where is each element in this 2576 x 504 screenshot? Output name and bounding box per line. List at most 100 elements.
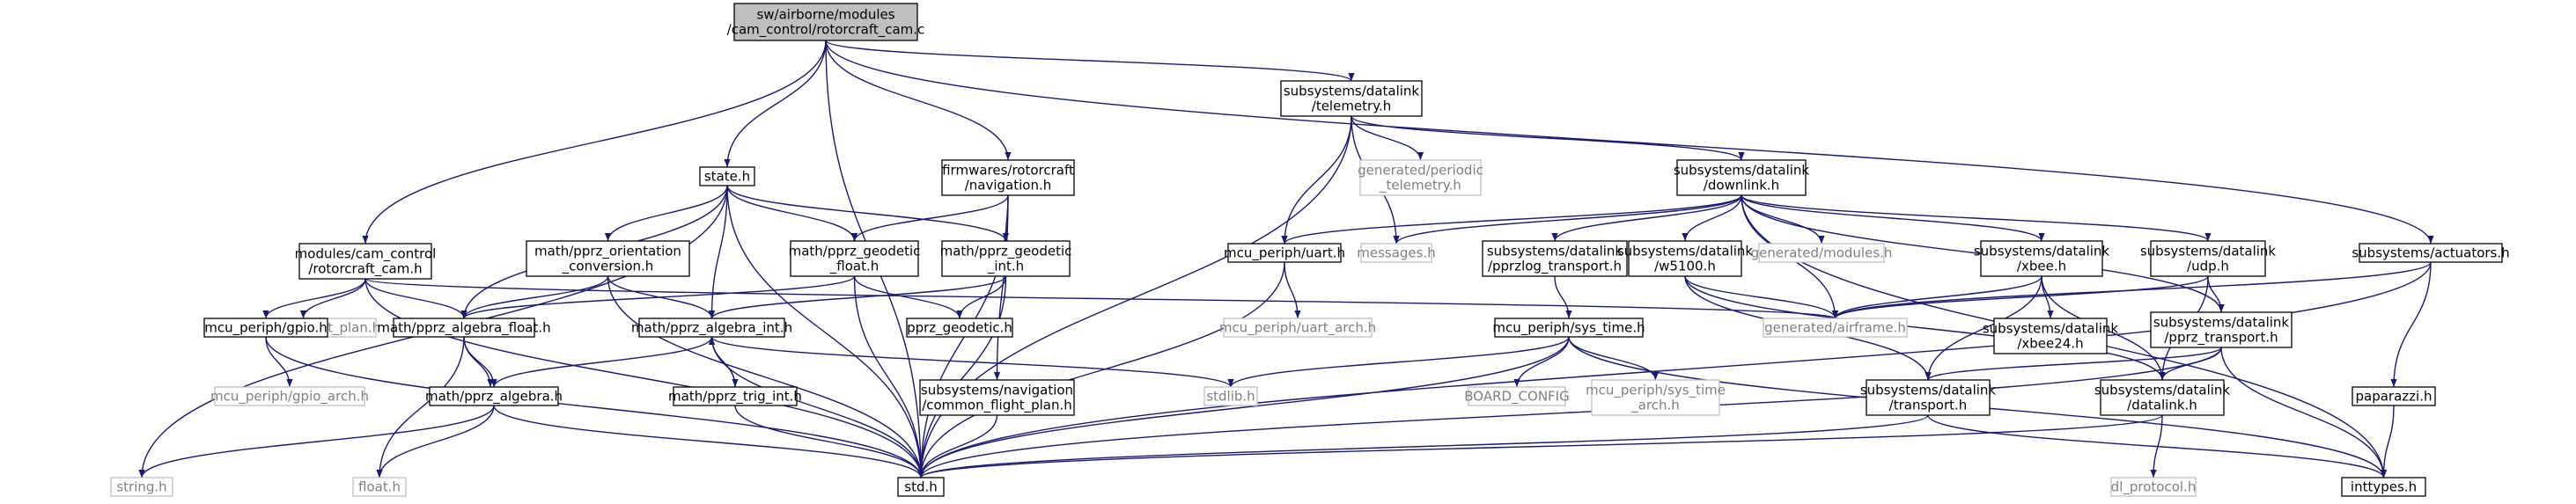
node-subsystems-datalink-w5100-h[interactable]: subsystems/datalink/w5100.h [1617,240,1754,277]
node-box [790,240,919,277]
edge-root-to-telemetry [825,40,1355,82]
node-board-config: BOARD_CONFIG [1464,386,1570,406]
node-subsystems-datalink-datalink-h[interactable]: subsystems/datalink/datalink.h [2094,379,2231,416]
node-modules-cam-control-rotorcraft-cam-h[interactable]: modules/cam_control/rotorcraft_cam.h [295,243,437,280]
node-mcu-periph-sys-time-arch-h: mcu_periph/sys_time_arch.h [1586,379,1726,416]
edge-actuators-to-paparazzi [2390,261,2432,388]
edge-geofloat-to-algfloat [460,275,856,319]
node-label: /downlink.h [1704,178,1779,194]
node-label: subsystems/datalink [1617,244,1754,259]
node-label: /xbee.h [2017,259,2066,274]
node-box [1980,240,2103,277]
node-std-h[interactable]: std.h [897,477,945,497]
edge-cam-to-genairframe [364,278,1838,319]
node-math-pprz-algebra-h[interactable]: math/pprz_algebra.h [425,386,563,406]
node-math-pprz-geodetic-float-h[interactable]: math/pprz_geodetic_float.h [789,240,921,277]
node-math-pprz-algebra-float-h[interactable]: math/pprz_algebra_float.h [377,318,551,338]
edge-state-to-geoint [726,185,1010,242]
node-label: subsystems/actuators.h [2352,245,2509,261]
node-label: /common_flight_plan.h [922,398,1072,414]
node-math-pprz-geodetic-int-h[interactable]: math/pprz_geodetic_int.h [940,240,1072,277]
node-label: paparazzi.h [2356,389,2432,405]
node-state-h[interactable]: state.h [699,166,755,186]
node-subsystems-navigation-common-flight-plan-h[interactable]: subsystems/navigation/common_flight_plan… [919,379,1075,416]
edge-w5100-to-genairframe [1684,275,1839,319]
edge-systime-to-stdlib [1227,336,1570,388]
node-label: mcu_periph/uart.h [1224,245,1345,262]
node-string-h: string.h [110,477,173,497]
node-box [1223,318,1373,338]
node-subsystems-datalink-xbee24-h[interactable]: subsystems/datalink/xbee24.h [1983,318,2119,354]
node-box [2150,240,2266,277]
node-mcu-periph-gpio-arch-h: mcu_periph/gpio_arch.h [210,386,369,406]
edge-trig-to-algint [708,336,736,388]
node-label: stdlib.h [1206,389,1255,405]
node-subsystems-datalink-pprz-transport-h[interactable]: subsystems/datalink/pprz_transport.h [2150,311,2293,348]
node-label: subsystems/datalink [1983,321,2119,337]
node-box [298,243,432,280]
edge-transport-to-inttypes [1927,414,2387,478]
node-box [1468,386,1566,406]
node-float-h: float.h [352,477,407,497]
node-box [1280,80,1423,117]
node-label: generated/periodic [1358,163,1483,179]
node-mcu-periph-uart-h[interactable]: mcu_periph/uart.h [1224,243,1345,263]
node-dl-protocol-h: dl_protocol.h [2110,477,2197,497]
node-subsystems-datalink-telemetry-h[interactable]: subsystems/datalink/telemetry.h [1280,80,1423,117]
node-box [2150,311,2293,348]
node-box [1494,318,1644,338]
node-box [906,318,1013,338]
node-subsystems-datalink-xbee-h[interactable]: subsystems/datalink/xbee.h [1974,240,2110,277]
node-label: /datalink.h [2127,398,2197,413]
node-box [1866,379,1991,416]
node-label: inttypes.h [2351,479,2417,495]
node-subsystems-datalink-transport-h[interactable]: subsystems/datalink/transport.h [1860,379,1997,416]
node-paparazzi-h[interactable]: paparazzi.h [2352,386,2436,406]
edge-orient-to-std [607,275,924,478]
node-math-pprz-algebra-int-h[interactable]: math/pprz_algebra_int.h [631,318,792,338]
node-box [919,379,1075,416]
edge-state-to-orient [604,185,728,242]
node-sw-airborne-modules-cam-control-rotorcraft-cam-c[interactable]: sw/airborne/modules/cam_control/rotorcra… [727,3,925,41]
node-box [638,318,785,338]
edge-actuators-to-std [917,261,2432,478]
node-subsystems-datalink-downlink-h[interactable]: subsystems/datalink/downlink.h [1674,159,1810,196]
node-box [897,477,945,497]
node-label: subsystems/datalink [2140,244,2277,259]
node-subsystems-datalink-udp-h[interactable]: subsystems/datalink/udp.h [2140,240,2277,277]
node-label: /pprzlog_transport.h [1488,259,1622,275]
node-mcu-periph-sys-time-h[interactable]: mcu_periph/sys_time.h [1492,318,1645,338]
node-box [1203,386,1258,406]
node-label: mcu_periph/gpio.h [204,320,327,337]
node-box [699,166,755,186]
edge-downlink-to-xbee [1741,194,2045,242]
node-box [2100,379,2225,416]
node-box [1676,159,1807,196]
node-firmwares-rotorcraft-navigation-h[interactable]: firmwares/rotorcraft/navigation.h [941,159,1075,196]
node-mcu-periph-gpio-h[interactable]: mcu_periph/gpio.h [203,318,328,338]
edge-alg-to-float [376,405,495,478]
edge-nav-to-geofloat [850,194,1009,242]
node-label: math/pprz_orientation [534,244,681,260]
node-box [526,240,690,277]
edge-alg-to-string [138,405,495,478]
edge-pprzlog-to-systime [1554,275,1572,319]
edge-gpio-to-std [265,336,924,478]
node-subsystems-actuators-h[interactable]: subsystems/actuators.h [2352,243,2510,263]
edge-geofloat-to-pprzgeo [853,275,963,319]
edge-telemetry-to-downlink [1351,115,1745,161]
node-pprz-geodetic-h[interactable]: pprz_geodetic.h [906,318,1013,338]
edge-actuators-to-genairframe [1832,261,2432,319]
edge-w5100-to-datalink [1684,275,2166,381]
node-box [1359,159,1482,196]
node-subsystems-datalink-pprzlog-transport-h[interactable]: subsystems/datalink/pprzlog_transport.h [1482,240,1628,277]
node-label: /pprz_transport.h [2164,330,2278,347]
node-box [1628,240,1742,277]
edge-xbee-to-transport [1925,275,2042,381]
node-stdlib-h: stdlib.h [1203,386,1258,406]
node-label: sw/airborne/modules [756,7,894,23]
node-box [1482,240,1628,277]
node-math-pprz-trig-int-h[interactable]: math/pprz_trig_int.h [668,386,802,406]
node-inttypes-h[interactable]: inttypes.h [2341,477,2426,497]
node-math-pprz-orientation-conversion-h[interactable]: math/pprz_orientation_conversion.h [526,240,690,277]
